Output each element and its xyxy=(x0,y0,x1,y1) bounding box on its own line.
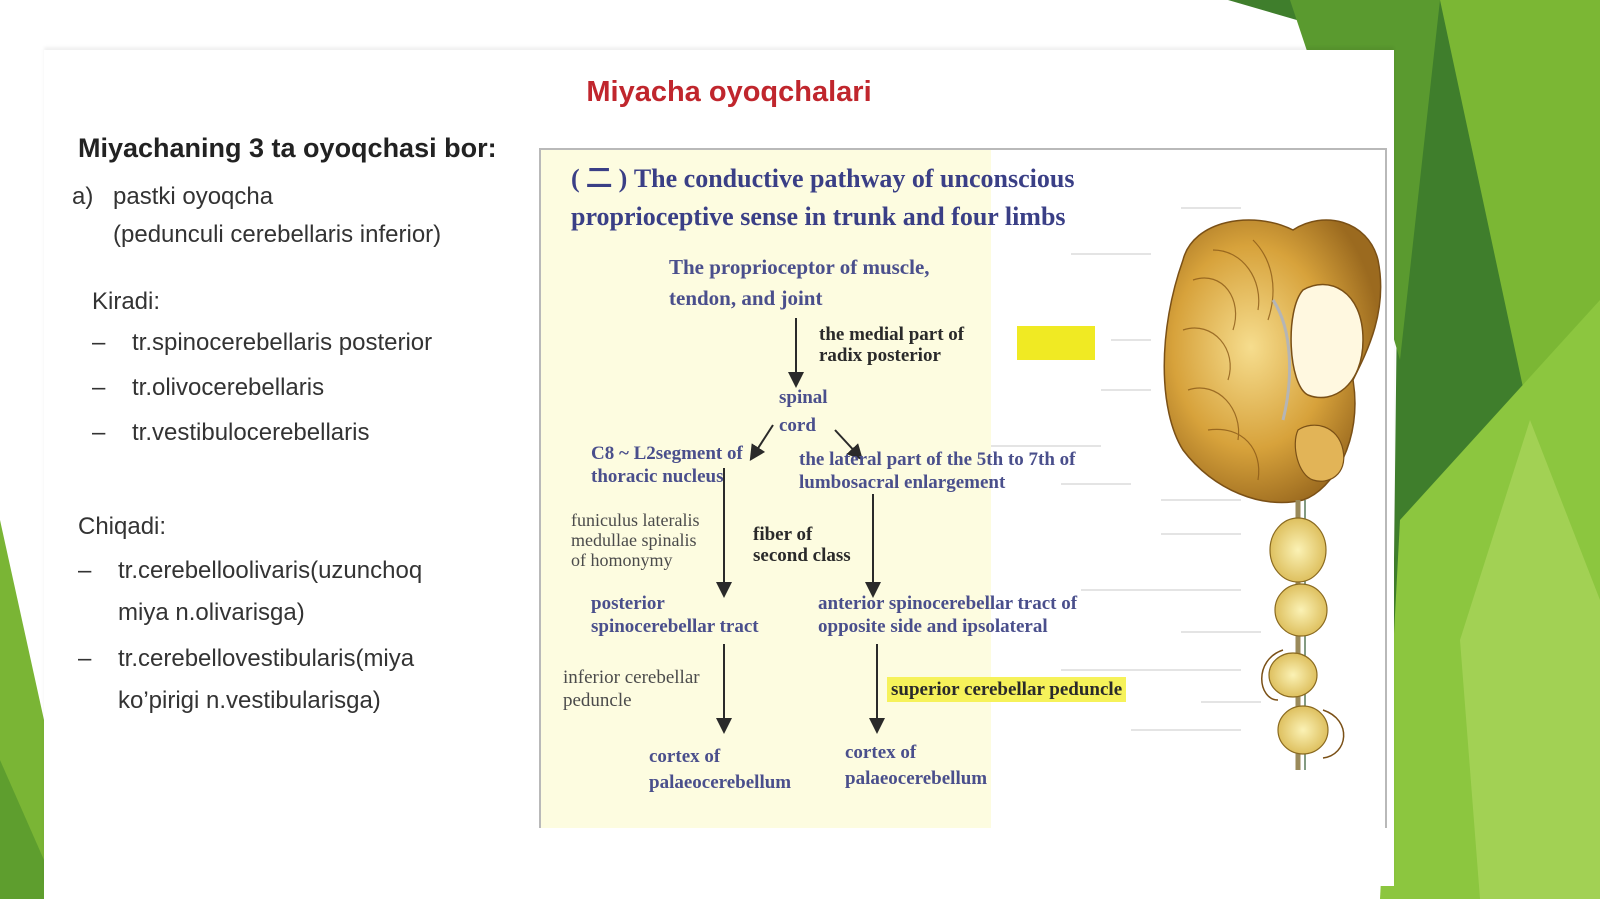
posterior-tract-label: posterior spinocerebellar tract xyxy=(591,592,759,638)
kiradi-item: tr.spinocerebellaris posterior xyxy=(132,329,433,356)
chiqadi-label: Chiqadi: xyxy=(78,513,167,540)
anatomy-leader-lines xyxy=(991,207,1261,731)
superior-peduncle-text: superior cerebellar peduncle xyxy=(887,677,1127,702)
bullet-dash: – xyxy=(92,419,106,446)
cortex-right-line1: cortex of xyxy=(845,742,917,763)
anterior-tract-label: anterior spinocerebellar tract of opposi… xyxy=(818,592,1077,638)
kiradi-item: tr.olivocerebellaris xyxy=(132,374,325,401)
lateral-line1: the lateral part of the 5th to 7th of xyxy=(799,449,1076,470)
funiculus-label: funiculus lateralis medullae spinalis of… xyxy=(571,510,699,570)
item-a-line1: pastki oyoqcha xyxy=(113,183,274,210)
proprioceptor-line2: tendon, and joint xyxy=(669,286,823,310)
anterior-line1: anterior spinocerebellar tract of xyxy=(818,593,1078,614)
chiqadi-item-line1: tr.cerebelloolivaris(uzunchoq xyxy=(118,557,423,584)
funiculus-line2: medullae spinalis xyxy=(571,530,697,550)
funiculus-line1: funiculus lateralis xyxy=(571,510,700,530)
cortex-left-line2: palaeocerebellum xyxy=(649,772,792,793)
posterior-line2: spinocerebellar tract xyxy=(591,616,759,637)
bullet-dash: – xyxy=(78,645,92,672)
kiradi-label: Kiradi: xyxy=(92,288,161,315)
c8-line1: C8 ~ L2segment of xyxy=(591,443,743,464)
cortex-label-right: cortex of palaeocerebellum xyxy=(845,740,987,792)
figure-title-line2: proprioceptive sense in trunk and four l… xyxy=(571,202,1066,231)
cortex-right-line2: palaeocerebellum xyxy=(845,768,988,789)
c8-segment-label: C8 ~ L2segment of thoracic nucleus xyxy=(591,442,743,488)
slide-title: Miyacha oyoqchalari xyxy=(586,76,872,108)
figure-title-line1: ( 二 ) The conductive pathway of unconsci… xyxy=(571,164,1075,193)
pathway-figure: ( 二 ) The conductive pathway of unconsci… xyxy=(539,148,1387,828)
anterior-line2: opposite side and ipsolateral xyxy=(818,616,1048,637)
fiber-second-class-label: fiber of second class xyxy=(753,524,851,566)
spinal-line1: spinal xyxy=(779,387,828,408)
medial-part-label: the medial part of radix posterior xyxy=(819,324,964,366)
medial-line1: the medial part of xyxy=(819,324,965,345)
inferior-line2: peduncle xyxy=(563,690,632,711)
bullet-dash: – xyxy=(78,557,92,584)
fiber-line2: second class xyxy=(753,545,851,566)
pathway-arrows xyxy=(716,318,885,734)
medial-line2: radix posterior xyxy=(819,345,941,366)
bullet-dash: – xyxy=(92,374,106,401)
figure-title: ( 二 ) The conductive pathway of unconsci… xyxy=(571,160,1074,236)
section-heading: Miyachaning 3 ta oyoqchasi bor: xyxy=(78,133,497,163)
cortex-label-left: cortex of palaeocerebellum xyxy=(649,744,791,796)
item-a-marker: a) xyxy=(72,183,94,210)
inferior-peduncle-label: inferior cerebellar peduncle xyxy=(563,666,700,712)
chiqadi-item-line2: miya n.olivarisga) xyxy=(118,599,305,626)
chiqadi-item-line2: ko’pirigi n.vestibularisga) xyxy=(118,687,381,714)
bullet-dash: – xyxy=(92,329,106,356)
cortex-left-line1: cortex of xyxy=(649,746,721,767)
figure-yellow-panel xyxy=(541,150,991,828)
lateral-part-label: the lateral part of the 5th to 7th of lu… xyxy=(799,448,1076,494)
proprioceptor-line1: The proprioceptor of muscle, xyxy=(669,255,930,279)
lateral-line2: lumbosacral enlargement xyxy=(799,472,1006,493)
proprioceptor-label: The proprioceptor of muscle, tendon, and… xyxy=(669,252,930,314)
inferior-line1: inferior cerebellar xyxy=(563,667,700,688)
superior-peduncle-label: superior cerebellar peduncle xyxy=(887,677,1127,702)
spinal-line2: cord xyxy=(779,415,816,436)
c8-line2: thoracic nucleus xyxy=(591,466,724,487)
posterior-line1: posterior xyxy=(591,593,665,614)
item-a-line2: (pedunculi cerebellaris inferior) xyxy=(113,221,442,248)
chiqadi-item-line1: tr.cerebellovestibularis(miya xyxy=(118,645,415,672)
cerebellum-spinal-cord-illustration xyxy=(1163,219,1382,770)
funiculus-line3: of homonymy xyxy=(571,550,673,570)
spinal-cord-label: spinal cord xyxy=(779,384,828,440)
fiber-line1: fiber of xyxy=(753,524,813,545)
kiradi-item: tr.vestibulocerebellaris xyxy=(132,419,370,446)
